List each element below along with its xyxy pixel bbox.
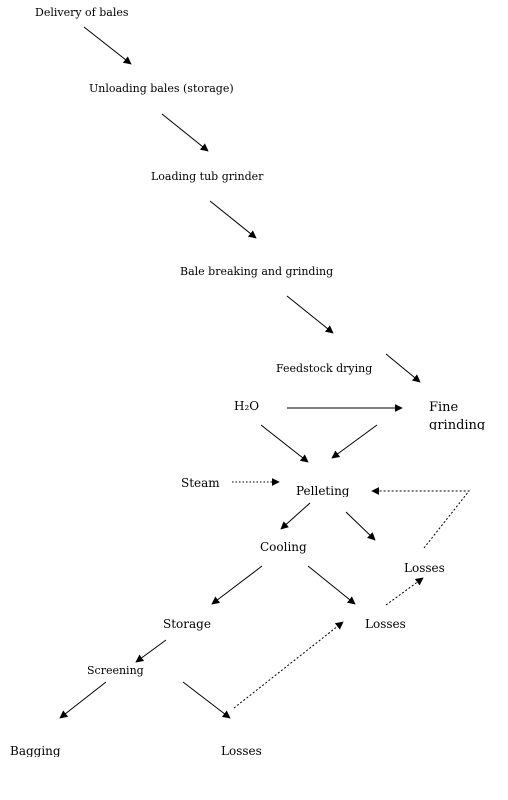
arrow-screening-to-bagging [59,681,107,719]
node-storage: Storage [163,617,211,631]
node-fine-grinding-line1: Fine [429,400,459,415]
node-h2o: H₂O [234,400,260,413]
node-losses-cooling: Losses [365,617,406,631]
node-cooling: Cooling [260,540,307,554]
node-loading-tub-grinder: Loading tub grinder [151,170,264,183]
arrow-loading-to-bale-breaking [209,200,257,239]
arrow-cooling-to-storage [211,565,263,605]
arrow-delivery-to-unloading [83,26,132,65]
arrow-pelleting-to-cooling [280,502,311,530]
recycle-losses-to-pelleting [371,487,471,549]
arrow-fine-grinding-to-pelleting [331,424,378,459]
node-steam: Steam [181,476,220,490]
arrow-cooling-to-losses [307,565,356,605]
arrow-bale-breaking-to-drying [286,295,334,334]
arrow-pelleting-to-losses [345,511,376,541]
recycle-screening-losses [233,621,344,709]
arrow-screening-to-losses [182,681,231,719]
arrow-drying-to-fine-grinding [385,353,421,383]
node-bale-breaking-grinding: Bale breaking and grinding [180,265,334,278]
node-screening: Screening [87,664,144,677]
node-bagging: Bagging [10,745,61,757]
node-losses-screening: Losses [221,744,262,758]
arrow-h2o-to-pelleting [260,424,309,463]
recycle-losses-to-upper-losses [385,577,424,606]
node-feedstock-drying: Feedstock drying [276,362,373,375]
node-pelleting: Pelleting [296,485,350,497]
node-delivery-of-bales: Delivery of bales [35,6,129,19]
arrow-unloading-to-loading [161,113,209,152]
node-unloading-bales: Unloading bales (storage) [89,82,234,95]
arrow-storage-to-screening [135,639,167,663]
node-losses-pelleting: Losses [404,561,445,575]
node-fine-grinding-line2: grinding [429,419,486,430]
